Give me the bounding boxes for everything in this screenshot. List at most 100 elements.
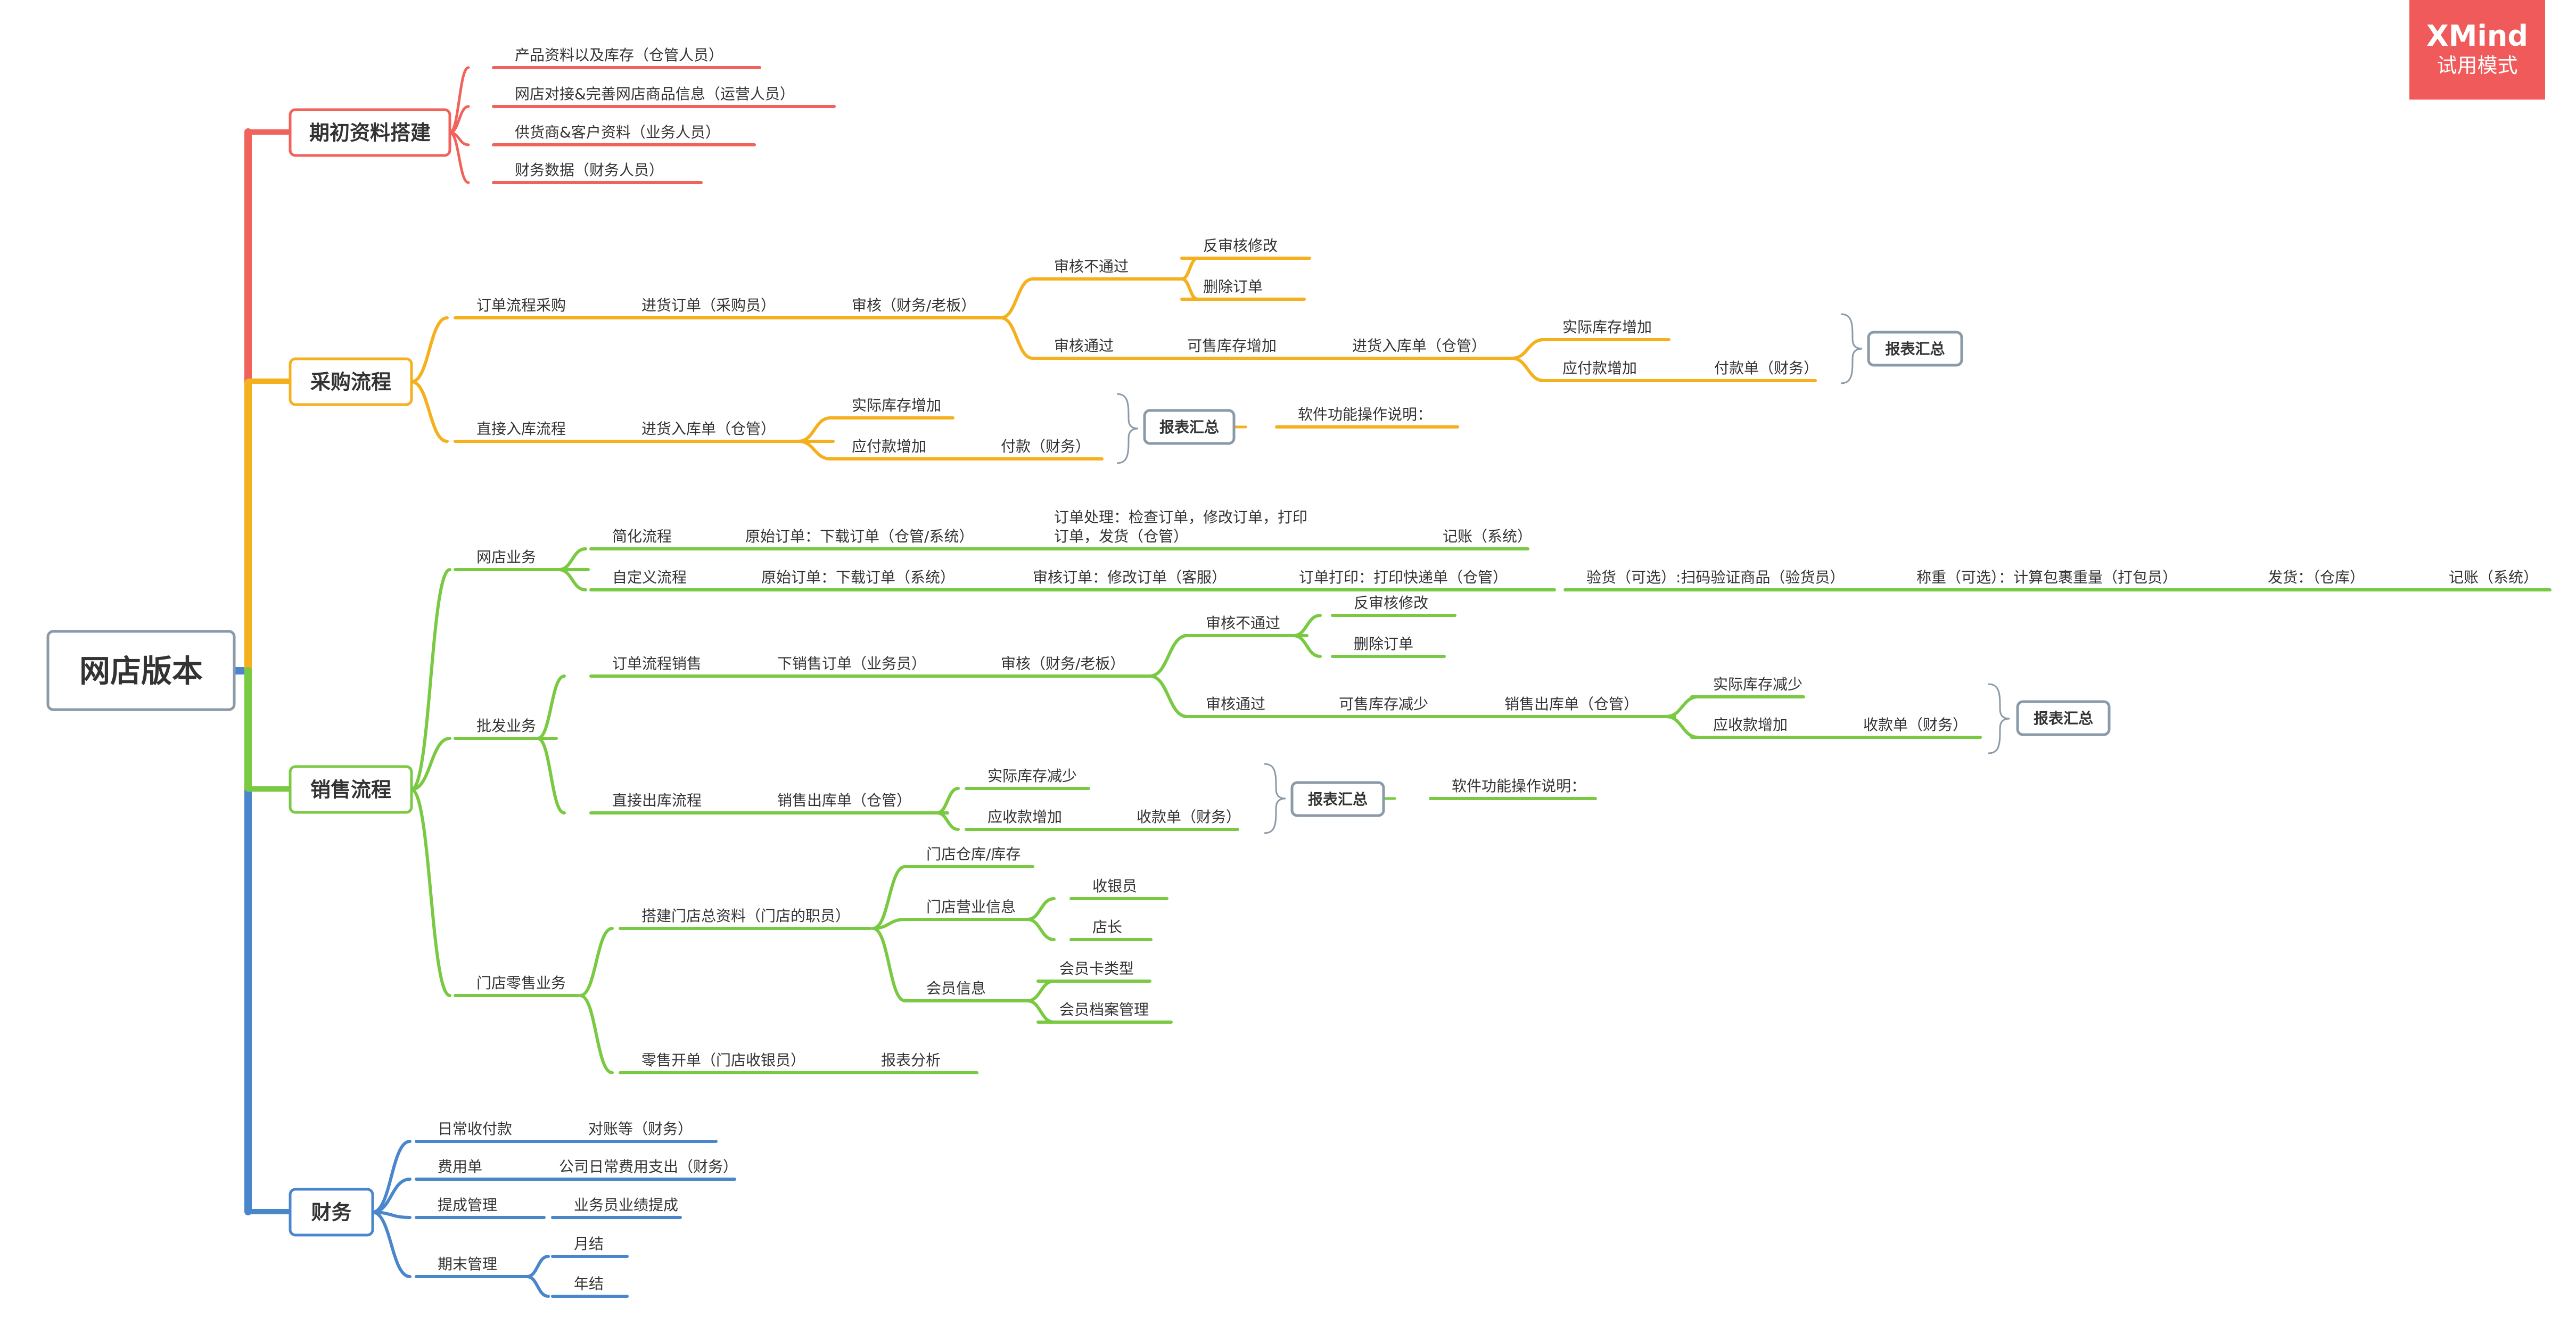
sales-audit[interactable]: 审核（财务/老板） (978, 655, 1151, 678)
store-cashier[interactable]: 收银员 (1069, 877, 1168, 900)
finance-reconcile[interactable]: 对账等（财务） (565, 1120, 718, 1143)
sales-simple-booking[interactable]: 记账（系统） (1420, 528, 1532, 550)
purchase-actual-inc[interactable]: 实际库存增加 (1540, 318, 1670, 341)
member-card-type[interactable]: 会员卡类型 (1036, 960, 1151, 983)
initial-setup-item[interactable]: 财务数据（财务人员） (492, 161, 703, 184)
sales-actual-dec[interactable]: 实际库存减少 (1690, 676, 1805, 698)
sales-retail[interactable]: 门店零售业务 (454, 974, 579, 997)
sales-custom-ship[interactable]: 发货：（仓库） (2245, 569, 2440, 591)
store-setup[interactable]: 搭建门店总资料（门店的职员） (619, 907, 872, 930)
sales-simple-original-label: 原始订单：下载订单（仓管/系统） (745, 528, 974, 545)
branch-sales[interactable]: 销售流程 (289, 765, 413, 814)
sales-direct-out-report[interactable]: 报表汇总 (1290, 781, 1385, 817)
branch-initial-setup[interactable]: 期初资料搭建 (289, 108, 451, 157)
sales-wholesale[interactable]: 批发业务 (454, 717, 558, 740)
sales-direct-out-help[interactable]: 软件功能操作说明： (1429, 777, 1597, 800)
store-manager[interactable]: 店长 (1069, 918, 1153, 941)
purchase-audit[interactable]: 审核（财务/老板） (829, 297, 1002, 319)
initial-setup-item[interactable]: 供货商&客户资料（业务人员） (492, 124, 756, 146)
sales-direct-out-flow[interactable]: 直接出库流程 (589, 792, 773, 815)
purchase-direct-pay[interactable]: 付款（财务） (978, 438, 1104, 460)
sales-delete-order[interactable]: 删除订单 (1331, 635, 1446, 658)
finance-expense[interactable]: 费用单 (415, 1158, 540, 1181)
sales-direct-out-recv[interactable]: 应收款增加 (965, 808, 1122, 831)
finance-year-close[interactable]: 年结 (551, 1275, 629, 1298)
sales-report-summary-label: 报表汇总 (2034, 710, 2093, 727)
sales-direct-out-actual[interactable]: 实际库存减少 (965, 767, 1090, 790)
purchase-delete-order[interactable]: 删除订单 (1180, 278, 1306, 301)
sales-order-flow[interactable]: 订单流程销售 (589, 655, 773, 678)
finance-month-close[interactable]: 月结 (551, 1235, 629, 1258)
purchase-direct-report-frame (1143, 409, 1236, 445)
finance-company-expense[interactable]: 公司日常费用支出（财务） (536, 1158, 738, 1181)
sales-direct-out-flow-label: 直接出库流程 (612, 792, 702, 809)
sales-simple-original[interactable]: 原始订单：下载订单（仓管/系统） (722, 528, 1040, 550)
connector (1510, 338, 1545, 360)
retail-report[interactable]: 报表分析 (858, 1051, 978, 1074)
sales-audit-fail[interactable]: 审核不通过 (1183, 614, 1308, 637)
sales-available-dec[interactable]: 可售库存减少 (1316, 695, 1500, 718)
connector (1510, 357, 1545, 382)
root-topic-label: 网店版本 (79, 653, 203, 689)
sales-custom-original[interactable]: 原始订单：下载订单（系统） (738, 569, 1024, 591)
purchase-inbound[interactable]: 进货入库单（仓管） (1329, 337, 1513, 360)
sales-simple-process[interactable]: 订单处理：检查订单，修改订单，打印订单，发货（仓管） (1031, 508, 1439, 550)
sales-custom-flow[interactable]: 自定义流程 (589, 569, 768, 591)
sales-receipt-doc[interactable]: 收款单（财务） (1840, 716, 1982, 739)
purchase-reverse-audit[interactable]: 反审核修改 (1180, 237, 1311, 260)
branch-purchase[interactable]: 采购流程 (289, 357, 413, 406)
sales-custom-inspect[interactable]: 验货（可选）:扫码验证商品（验货员） (1563, 569, 1907, 591)
purchase-help[interactable]: 软件功能操作说明： (1275, 406, 1459, 429)
sales-wholesale-label: 批发业务 (476, 717, 536, 735)
purchase-report-summary[interactable]: 报表汇总 (1867, 331, 1963, 367)
connector (410, 316, 449, 383)
sales-order[interactable]: 下销售订单（业务员） (754, 655, 981, 678)
sales-simple-flow[interactable]: 简化流程 (589, 528, 752, 550)
store-member-info[interactable]: 会员信息 (903, 980, 1029, 1002)
purchase-order-flow[interactable]: 订单流程采购 (454, 297, 643, 319)
store-business-info[interactable]: 门店营业信息 (903, 898, 1029, 921)
sales-direct-out-recvdoc-label: 收款单（财务） (1137, 808, 1241, 826)
sales-custom-weigh[interactable]: 称重（可选）：计算包裹重量（打包员） (1894, 569, 2259, 591)
sales-reverse-audit[interactable]: 反审核修改 (1331, 594, 1456, 617)
retail-bill[interactable]: 零售开单（门店收银员） (619, 1051, 861, 1074)
initial-setup-item[interactable]: 产品资料以及库存（仓管人员） (492, 46, 761, 69)
purchase-payable-inc[interactable]: 应付款增加 (1540, 359, 1708, 382)
initial-setup-item[interactable]: 网店对接&完善网店商品信息（运营人员） (492, 85, 836, 108)
sales-outbound[interactable]: 销售出库单（仓管） (1482, 695, 1676, 718)
sales-custom-print[interactable]: 订单打印：打印快递单（仓管） (1276, 569, 1556, 591)
sales-online[interactable]: 网店业务 (454, 548, 590, 571)
purchase-direct-actual[interactable]: 实际库存增加 (829, 397, 954, 419)
purchase-direct-flow[interactable]: 直接入库流程 (454, 420, 643, 443)
sales-audit-pass[interactable]: 审核通过 (1183, 695, 1351, 718)
branch-finance[interactable]: 财务 (289, 1188, 374, 1237)
purchase-direct-payable[interactable]: 应付款增加 (829, 438, 986, 460)
sales-direct-out-recvdoc[interactable]: 收款单（财务） (1114, 808, 1241, 831)
sales-direct-out-doc[interactable]: 销售出库单（仓管） (754, 792, 949, 815)
purchase-direct-report[interactable]: 报表汇总 (1143, 409, 1236, 445)
root-topic[interactable]: 网店版本 (46, 630, 236, 711)
sales-available-dec-label: 可售库存减少 (1339, 695, 1428, 713)
purchase-payment-doc[interactable]: 付款单（财务） (1691, 359, 1818, 382)
connector (1292, 634, 1322, 658)
sales-receivable-inc[interactable]: 应收款增加 (1690, 716, 1858, 739)
mind-map-nodes: 网店版本 期初资料搭建 产品资料以及库存（仓管人员） 网店对接&完善网店商品信息（运营… (46, 46, 2552, 1298)
sales-report-summary-frame (2016, 700, 2111, 736)
finance-sales-commission[interactable]: 业务员业绩提成 (551, 1196, 682, 1219)
branch-sales-label: 销售流程 (310, 778, 391, 802)
sales-report-summary[interactable]: 报表汇总 (2016, 700, 2111, 736)
finance-commission[interactable]: 提成管理 (415, 1196, 546, 1219)
sales-custom-booking[interactable]: 记账（系统） (2426, 569, 2552, 591)
purchase-available-inc[interactable]: 可售库存增加 (1164, 337, 1348, 360)
store-warehouse[interactable]: 门店仓库/库存 (903, 845, 1034, 868)
purchase-reverse-audit-label: 反审核修改 (1203, 237, 1278, 254)
finance-daily[interactable]: 日常收付款 (415, 1120, 572, 1143)
sales-custom-audit[interactable]: 审核订单：修改订单（客服） (1010, 569, 1290, 591)
purchase-audit-fail[interactable]: 审核不通过 (1031, 258, 1183, 281)
finance-period[interactable]: 期末管理 (415, 1255, 530, 1278)
purchase-order[interactable]: 进货订单（采购员） (619, 297, 835, 319)
purchase-audit-pass[interactable]: 审核通过 (1031, 337, 1178, 360)
purchase-direct-inbound[interactable]: 进货入库单（仓管） (619, 420, 835, 443)
member-archive[interactable]: 会员档案管理 (1036, 1001, 1173, 1024)
connector (371, 1211, 411, 1278)
